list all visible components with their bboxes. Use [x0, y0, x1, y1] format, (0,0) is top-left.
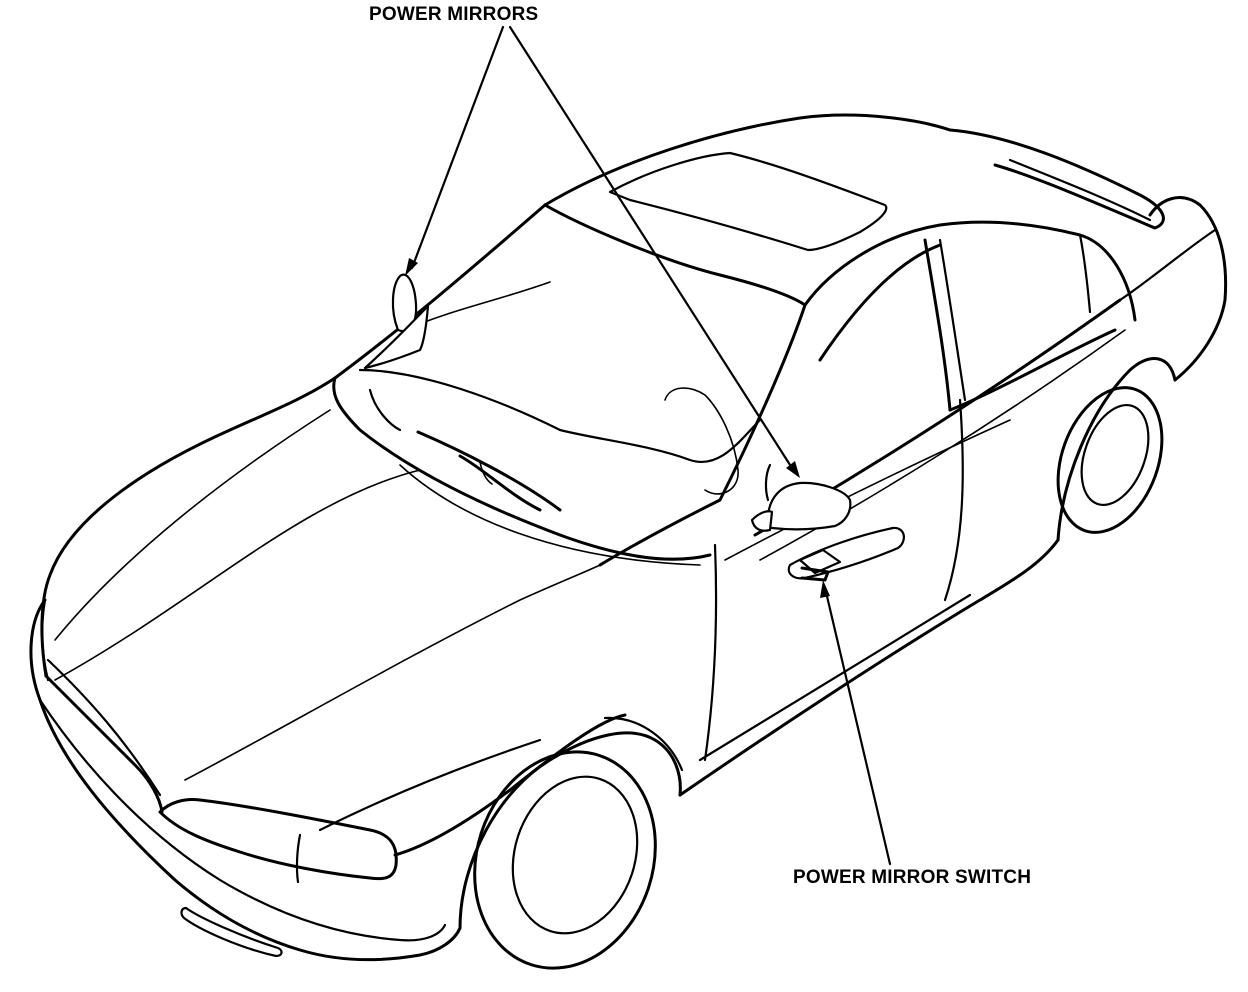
power-mirrors-label: POWER MIRRORS	[369, 4, 539, 25]
callout-leaders	[405, 25, 892, 866]
power-mirror-switch-label: POWER MIRROR SWITCH	[793, 867, 1032, 888]
left-power-mirror	[363, 273, 430, 370]
right-power-mirror	[750, 463, 852, 532]
power-mirror-switch-panel	[787, 526, 905, 582]
car-body	[29, 113, 1228, 970]
